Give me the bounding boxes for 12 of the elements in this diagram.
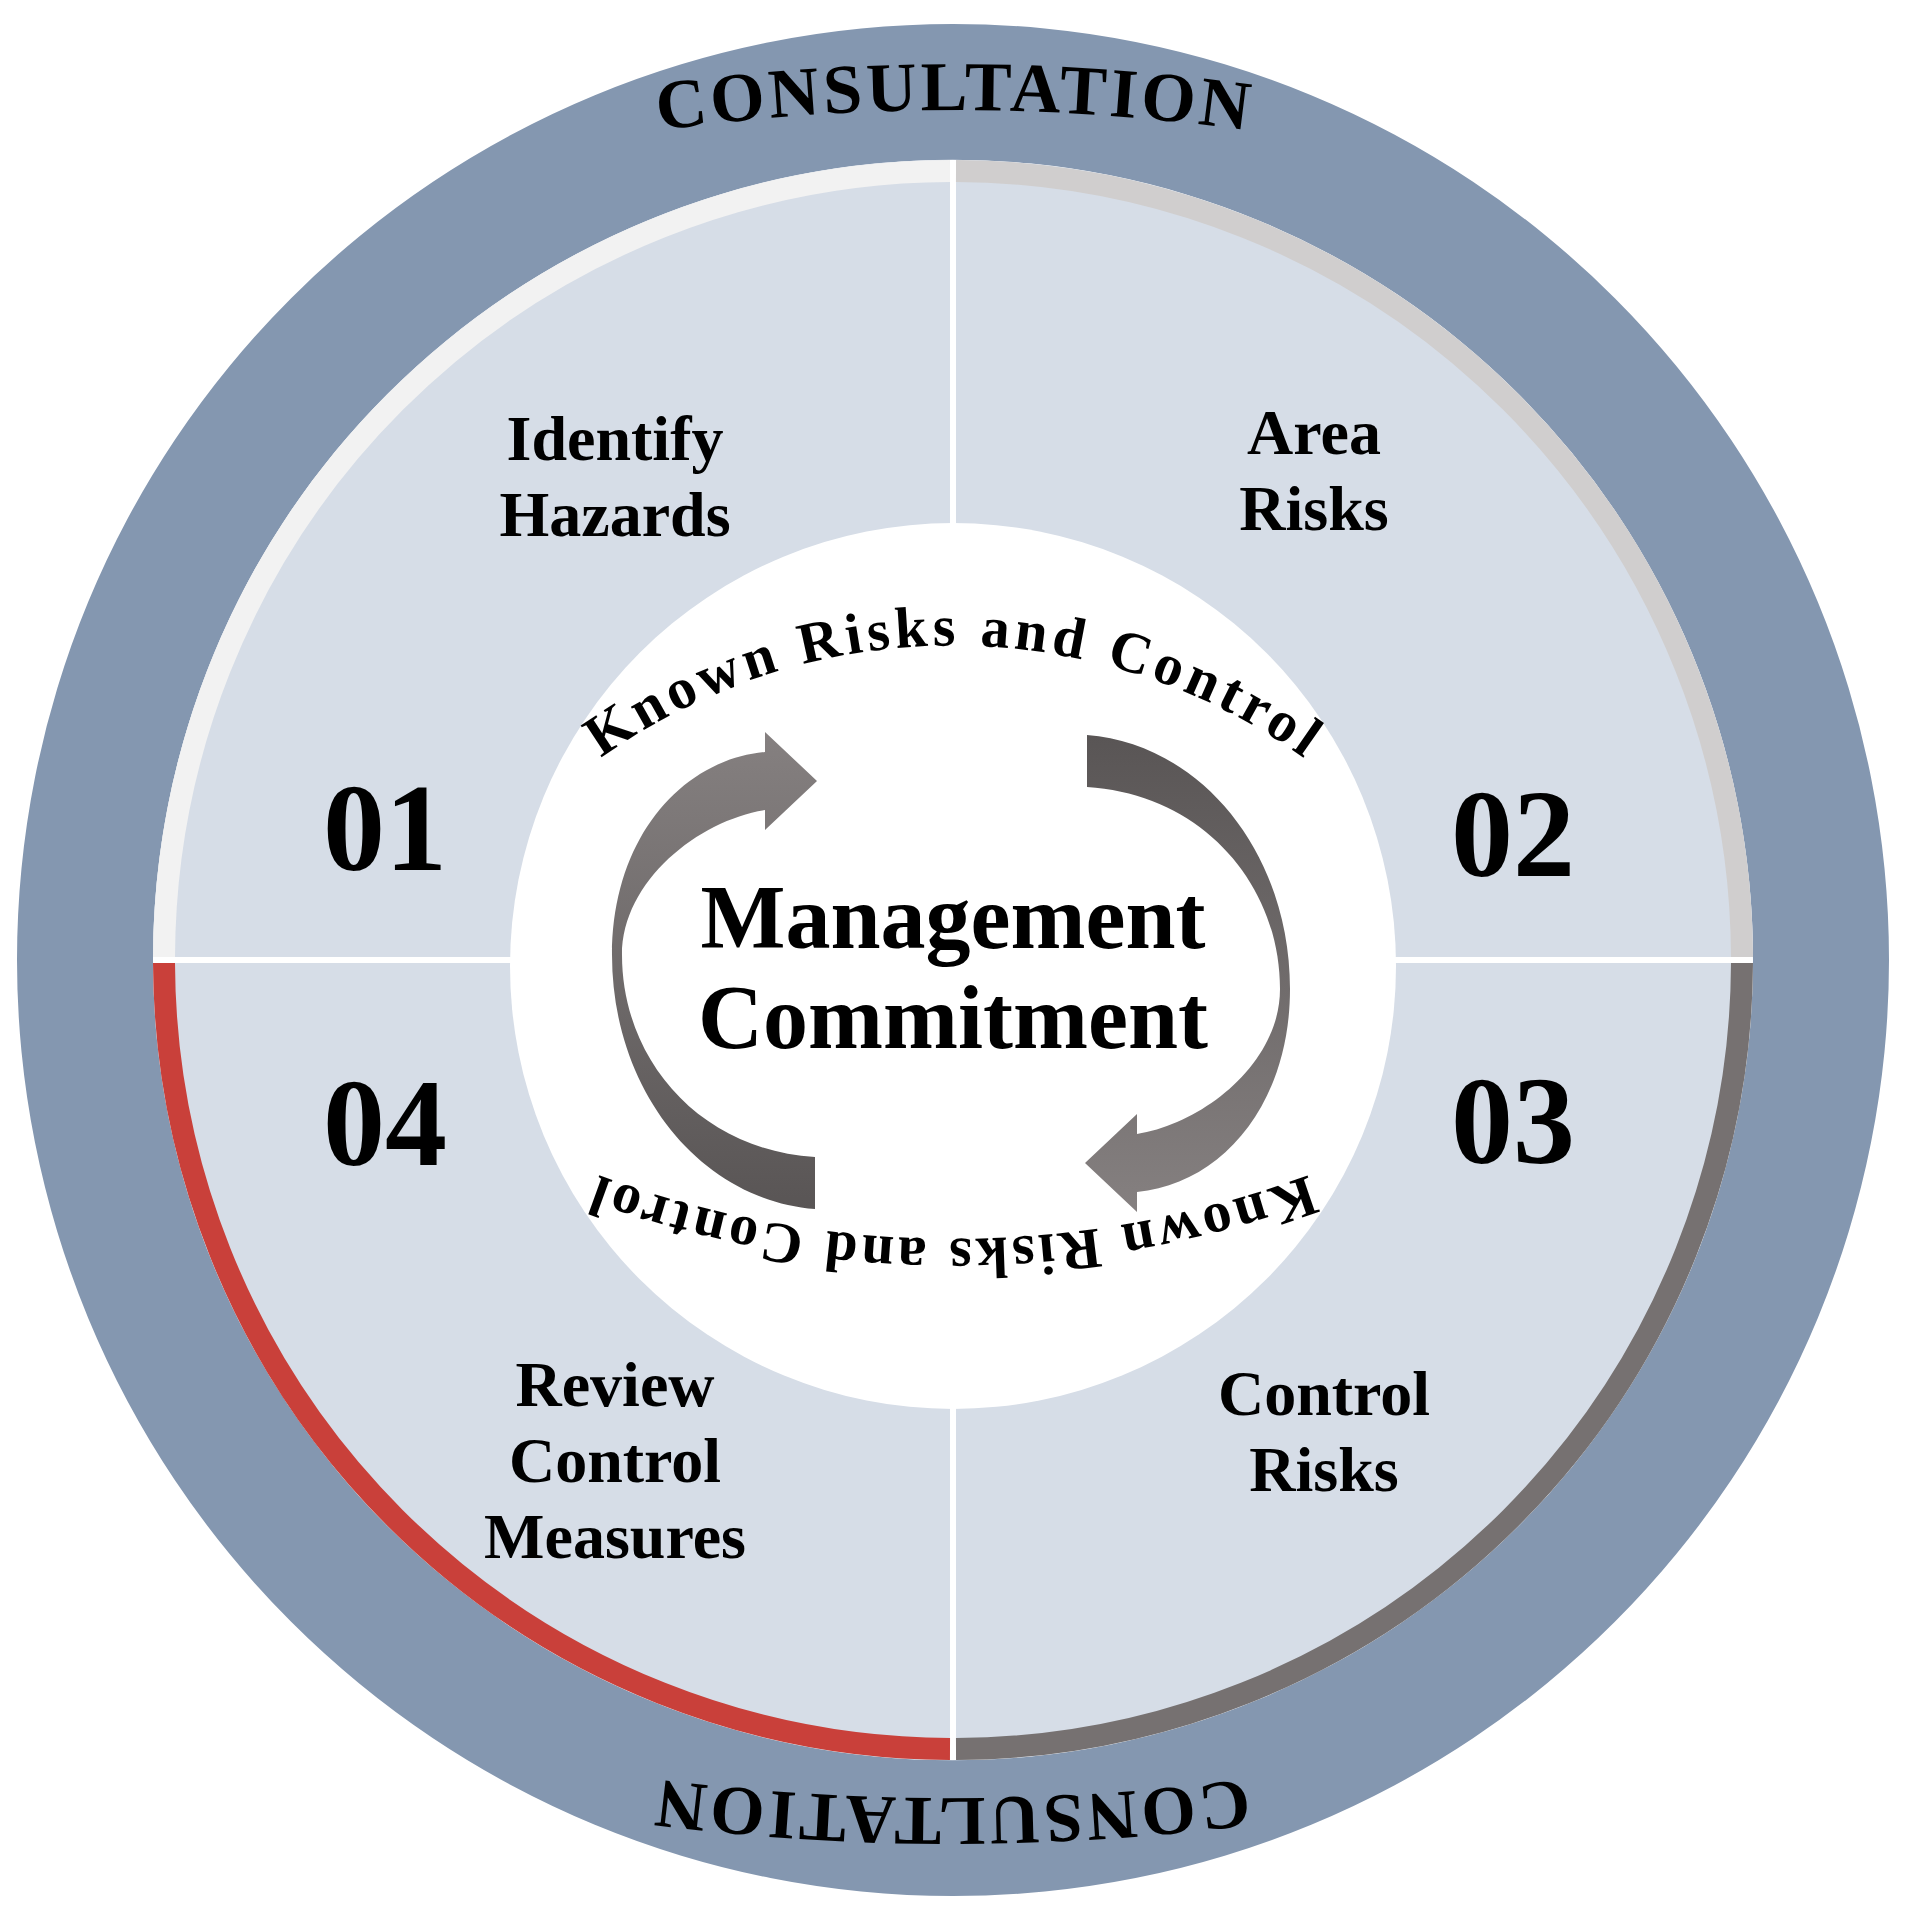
step-label: Identify Hazards — [499, 402, 731, 552]
arc-caption: Known Risks and Control — [580, 1162, 1326, 1291]
step-number: 04 — [323, 1059, 447, 1189]
step-number: 03 — [1451, 1057, 1575, 1187]
step-label: Review Control Measures — [484, 1348, 746, 1574]
step-label: Control Risks — [1217, 1357, 1431, 1507]
step-number: 01 — [323, 764, 447, 894]
ring-title: CONSULTATION — [651, 48, 1255, 146]
step-number: 02 — [1451, 770, 1575, 900]
ring-title: CONSULTATION — [651, 1764, 1255, 1861]
step-label: Area Risks — [1239, 396, 1389, 546]
center-title: Management Commitment — [698, 868, 1208, 1068]
